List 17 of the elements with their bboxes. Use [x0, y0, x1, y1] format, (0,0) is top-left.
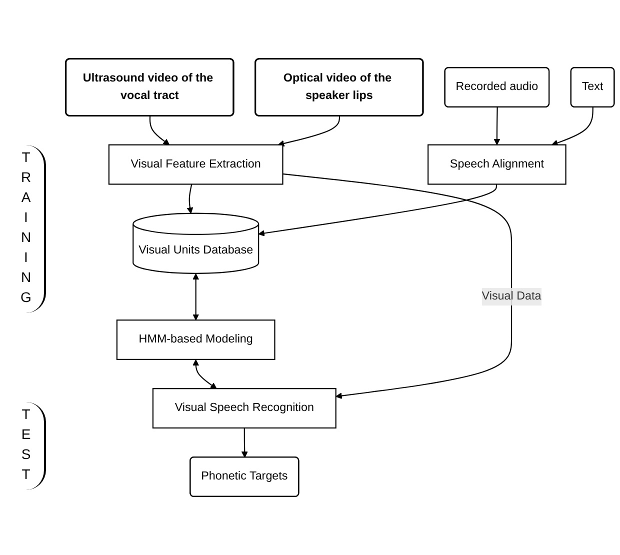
arrow [186, 184, 194, 214]
arrow [258, 184, 498, 236]
arrow [149, 116, 170, 145]
arrow [282, 173, 512, 399]
arrow [192, 359, 217, 389]
node-box: Visual Speech Recognition [152, 388, 336, 428]
node-box: HMM-based Modeling [116, 319, 276, 360]
arrow [192, 273, 200, 320]
edge-label: Visual Data [482, 290, 542, 302]
phase-label: TEST [14, 402, 46, 490]
arrow [494, 107, 500, 145]
phase-label: TRAINING [14, 144, 46, 313]
node-box: Visual Feature Extraction [108, 144, 284, 185]
arrow [552, 107, 594, 146]
arrow [241, 428, 248, 458]
arrow [278, 116, 340, 146]
node-box: Speech Alignment [428, 144, 566, 185]
